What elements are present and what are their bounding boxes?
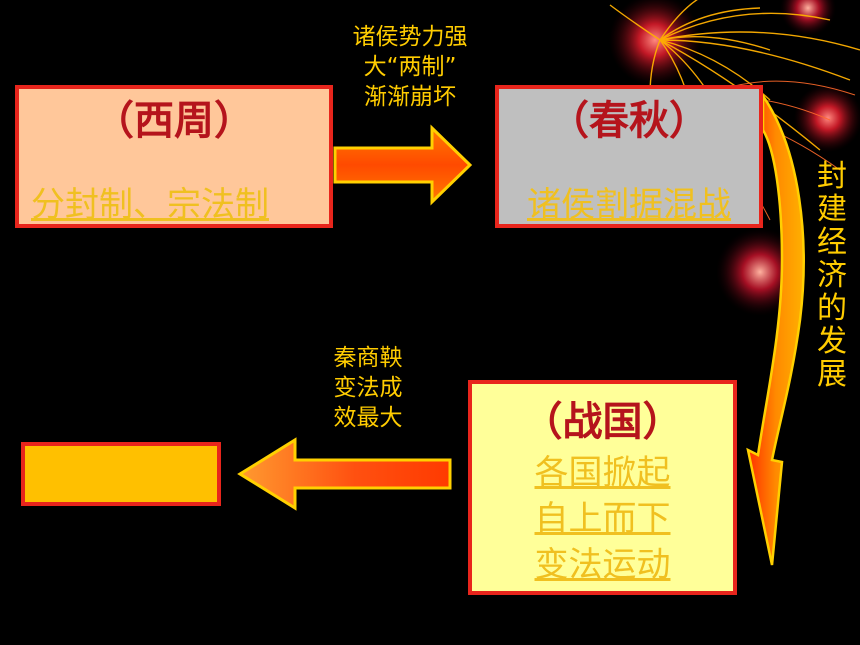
caption-fengjian-jingji: 封建经济的发展	[817, 159, 847, 392]
node-zhanguo-title: （战国）	[522, 398, 683, 445]
link-gegu-xianqi[interactable]: 各国掀起	[534, 453, 671, 493]
node-chunqiu: （春秋） 诸侯割据混战	[495, 85, 763, 228]
node-xizhou: （西周） 分封制、宗法制	[15, 85, 333, 228]
node-zhanguo: （战国） 各国掀起 自上而下 变法运动	[468, 380, 737, 595]
arrow-left-icon	[237, 437, 452, 511]
node-result	[21, 442, 221, 506]
node-chunqiu-title: （春秋）	[549, 97, 709, 144]
curved-arrow-down-icon	[746, 91, 805, 566]
node-xizhou-title: （西周）	[94, 97, 254, 144]
arrow-right-icon	[333, 124, 473, 206]
caption-shang-yang: 秦商鞅 变法成 效最大	[333, 345, 403, 431]
link-zishang-erxia[interactable]: 自上而下	[534, 499, 671, 539]
link-fenfeng-zongfa[interactable]: 分封制、宗法制	[31, 185, 269, 225]
caption-zhuhou-shili: 诸侯势力强 大“两制” 渐渐崩坏	[352, 24, 468, 110]
link-zhuhou-geju[interactable]: 诸侯割据混战	[527, 185, 731, 225]
link-bianfa-yundong[interactable]: 变法运动	[534, 545, 671, 585]
